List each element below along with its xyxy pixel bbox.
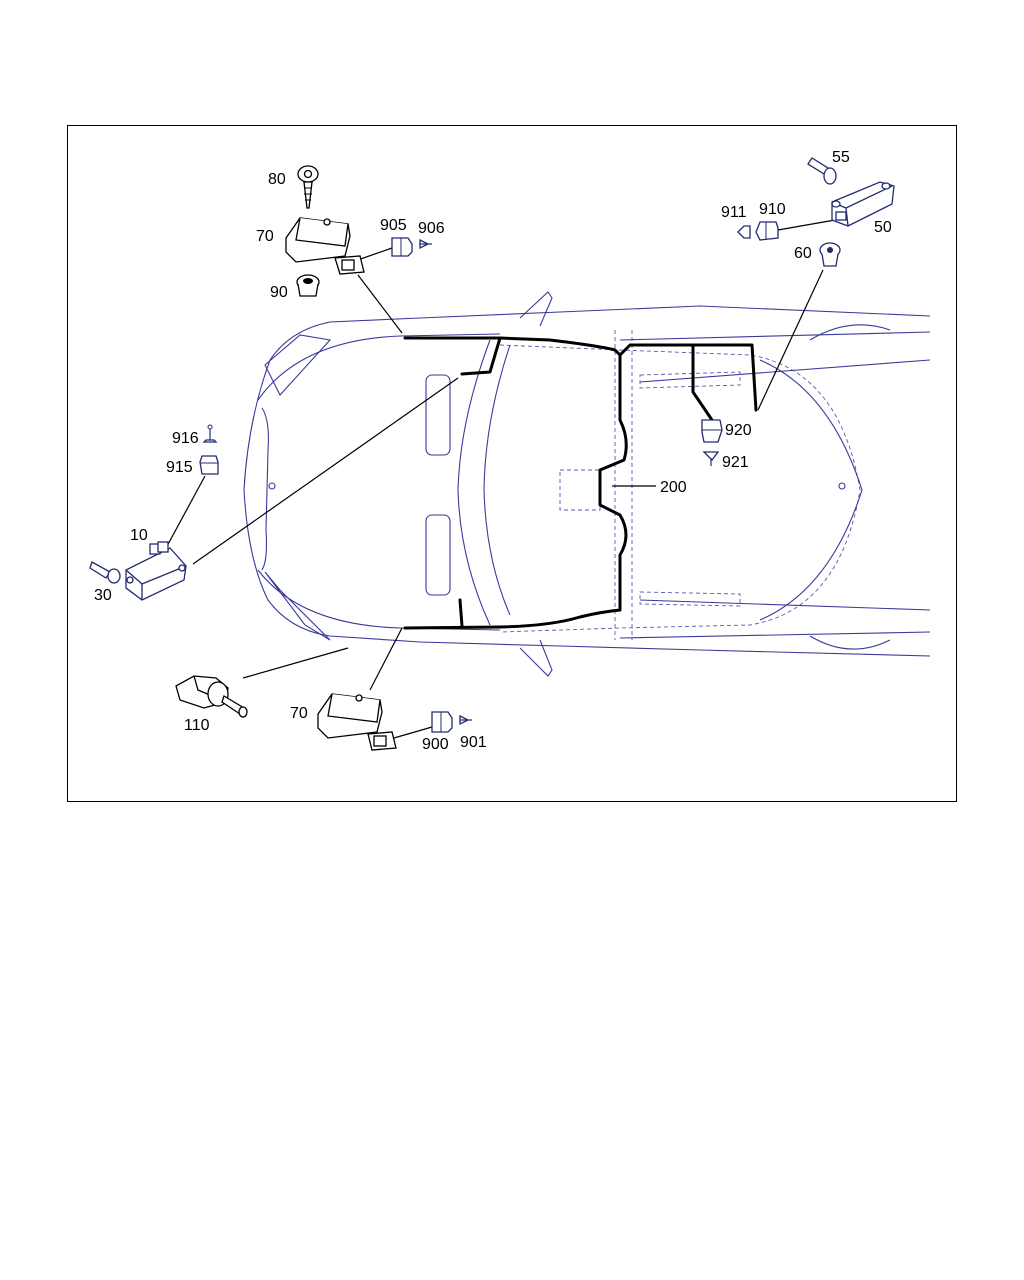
callout-90: 90 xyxy=(270,284,288,301)
leader-900 xyxy=(393,726,433,739)
rear-arch-lower xyxy=(809,635,891,650)
callout-920: 920 xyxy=(725,422,752,439)
callout-911: 911 xyxy=(721,204,747,221)
leader-915 xyxy=(165,475,206,549)
callout-916: 916 xyxy=(172,430,199,447)
leader-910 xyxy=(777,219,836,231)
hood-line-lower xyxy=(257,569,501,631)
leader-lines xyxy=(165,219,836,739)
connector-910 xyxy=(755,221,779,241)
rear-emblem xyxy=(838,482,846,490)
callout-70-bottom: 70 xyxy=(290,705,308,722)
callout-901: 901 xyxy=(460,734,487,751)
harness-main xyxy=(403,336,628,630)
headlight-left xyxy=(264,334,332,396)
callout-915: 915 xyxy=(166,459,193,476)
leader-70-bottom xyxy=(369,627,403,691)
pin-911 xyxy=(737,225,751,239)
screw-80 xyxy=(297,165,319,209)
roof-outline xyxy=(499,344,861,633)
mirror-left xyxy=(519,291,553,327)
connector-900 xyxy=(431,711,453,733)
harness-branch-920 xyxy=(691,343,714,422)
pin-921 xyxy=(702,451,720,466)
callout-50: 50 xyxy=(874,219,892,236)
sensor-module-70-bottom xyxy=(317,693,397,751)
callout-60: 60 xyxy=(794,245,812,262)
tire-sensor-110 xyxy=(175,675,248,718)
callout-80: 80 xyxy=(268,171,286,188)
wiring-harness xyxy=(403,336,758,630)
callout-30: 30 xyxy=(94,587,112,604)
cowl-slot-upper xyxy=(425,374,451,456)
bolt-30 xyxy=(89,561,121,584)
seat-area xyxy=(639,371,741,389)
front-emblem xyxy=(268,482,276,490)
mirror-right xyxy=(519,639,553,677)
callout-55: 55 xyxy=(832,149,850,166)
rear-arch-upper xyxy=(809,324,891,341)
leader-10 xyxy=(192,377,459,565)
callout-900: 900 xyxy=(422,736,449,753)
vehicle-outline xyxy=(243,291,931,677)
harness-branch-front-lower xyxy=(458,598,464,628)
front-bumper xyxy=(261,407,269,571)
clip-60 xyxy=(819,242,841,267)
hood-line-upper xyxy=(257,333,501,401)
rear-window xyxy=(759,359,863,621)
leader-60 xyxy=(757,269,824,411)
callout-910: 910 xyxy=(759,201,786,218)
body-outline xyxy=(243,305,931,657)
leader-110 xyxy=(242,647,349,679)
callout-906: 906 xyxy=(418,220,445,237)
clip-90 xyxy=(296,274,320,297)
callout-110: 110 xyxy=(184,717,210,734)
callout-70-top: 70 xyxy=(256,228,274,245)
sill-lower xyxy=(619,631,931,639)
leader-70-top xyxy=(357,274,403,334)
harness-branch-front xyxy=(460,336,502,376)
control-unit-10 xyxy=(125,541,187,601)
connector-915 xyxy=(199,455,219,475)
pin-916 xyxy=(202,424,218,443)
bolt-55 xyxy=(807,157,837,185)
callout-921: 921 xyxy=(722,454,749,471)
headlight-right xyxy=(264,571,331,641)
pin-906 xyxy=(419,238,432,250)
callout-10: 10 xyxy=(130,527,148,544)
diagram-frame xyxy=(67,125,957,802)
sensor-module-70-top xyxy=(285,217,365,275)
callout-labels: 80 70 905 906 90 55 911 910 50 60 916 91… xyxy=(94,149,892,753)
connector-905 xyxy=(391,237,413,257)
seat-area-2 xyxy=(639,591,741,607)
module-50 xyxy=(831,181,895,227)
connector-920 xyxy=(701,419,723,443)
harness-branch-rear xyxy=(618,343,758,412)
sill-lower-2 xyxy=(639,599,931,611)
windshield xyxy=(457,339,491,626)
cowl-slot-lower xyxy=(425,514,451,596)
windshield-inner xyxy=(483,344,511,616)
tunnel xyxy=(559,469,601,511)
callout-905: 905 xyxy=(380,217,407,234)
sill-upper-2 xyxy=(639,359,931,383)
pin-901 xyxy=(459,714,472,726)
sill-upper xyxy=(619,331,931,341)
callout-200: 200 xyxy=(660,479,687,496)
